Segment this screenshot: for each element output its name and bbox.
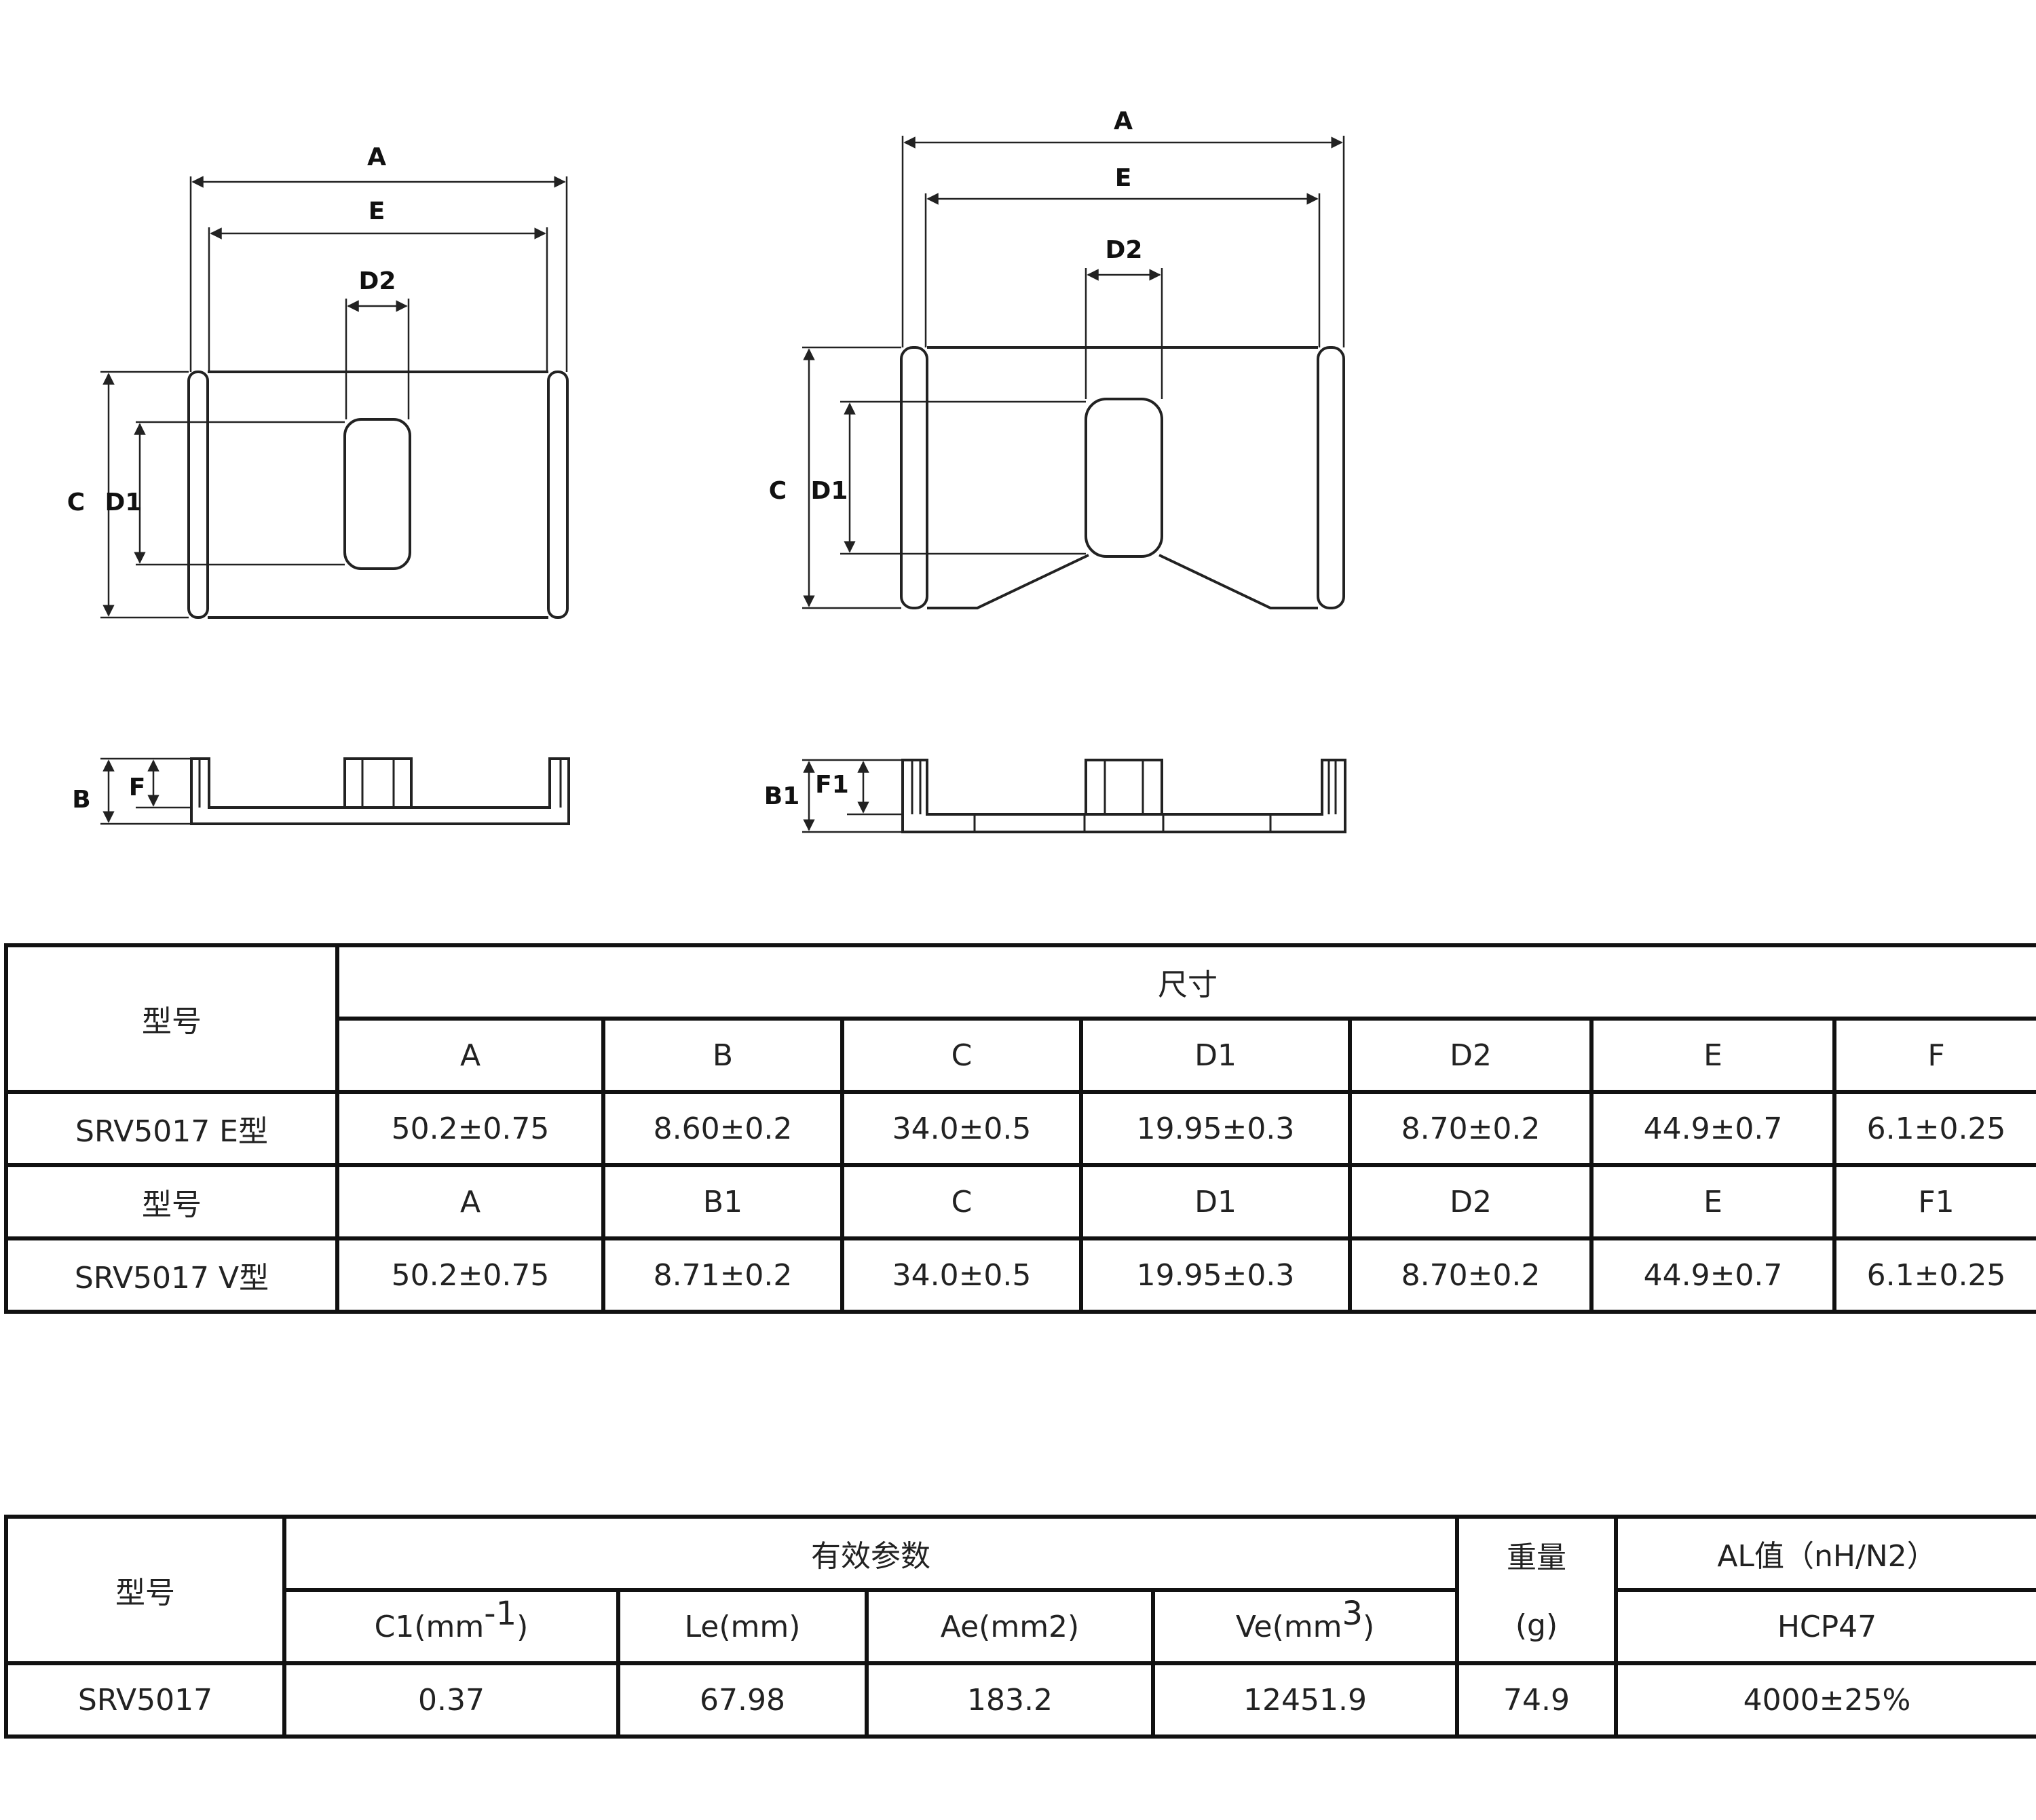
value-cell: 8.60±0.2	[601, 1090, 844, 1167]
core-drawings: A E D2 C D1 B F	[67, 107, 1346, 833]
column-header: B1	[601, 1163, 844, 1240]
e-label-e: E	[369, 197, 385, 225]
value-cell: 4000±25%	[1614, 1661, 2036, 1739]
value-cell: 6.1±0.25	[1832, 1236, 2036, 1314]
value-cell: 67.98	[616, 1661, 869, 1739]
model-header: 型号	[4, 1515, 286, 1665]
c1-header-exponent: -1	[484, 1594, 517, 1633]
e-core-left-leg	[187, 371, 209, 619]
v-core-center-post	[1085, 398, 1163, 558]
value-cell: 19.95±0.3	[1079, 1090, 1352, 1167]
model-cell: SRV5017	[4, 1661, 286, 1739]
ae-header: Ae(mm2)	[865, 1588, 1155, 1665]
column-header: D2	[1348, 1163, 1594, 1240]
v-label-e: E	[1115, 164, 1132, 192]
value-cell: 44.9±0.7	[1589, 1236, 1836, 1314]
v-type-side-view: B1 F1	[764, 759, 1346, 833]
c1-header: C1(mm-1)	[282, 1588, 620, 1665]
v-label-f1: F1	[815, 771, 849, 799]
e-label-c: C	[67, 489, 85, 516]
ve-header-label: Ve(mm	[1235, 1609, 1342, 1644]
v-label-d1: D1	[811, 477, 848, 505]
column-header: F1	[1832, 1163, 2036, 1240]
dimension-table: 型号 尺寸 A B C D1 D2 E F SRV5017 E型 50.2±0.…	[4, 943, 2036, 1314]
column-header: A	[335, 1017, 605, 1094]
effective-params-header: 有效参数	[282, 1515, 1459, 1592]
value-cell: 0.37	[282, 1661, 620, 1739]
value-cell: 8.70±0.2	[1348, 1236, 1594, 1314]
ve-header-close: )	[1363, 1609, 1375, 1644]
e-label-b: B	[72, 786, 90, 814]
column-header: D2	[1348, 1017, 1594, 1094]
table-row: SRV5017 E型 50.2±0.75 8.60±0.2 34.0±0.5 1…	[4, 1090, 2036, 1167]
table-row: 型号 A B1 C D1 D2 E F1	[4, 1163, 2036, 1240]
column-header: C	[840, 1163, 1083, 1240]
v-core-right-leg	[1317, 346, 1345, 609]
table-row: SRV5017 V型 50.2±0.75 8.71±0.2 34.0±0.5 1…	[4, 1236, 2036, 1314]
value-cell: 19.95±0.3	[1079, 1236, 1352, 1314]
e-label-d2: D2	[359, 267, 396, 295]
column-header: B	[601, 1017, 844, 1094]
column-header: F	[1832, 1017, 2036, 1094]
model-header: 型号	[4, 1163, 339, 1240]
model-cell: SRV5017 E型	[4, 1090, 339, 1167]
value-cell: 183.2	[865, 1661, 1155, 1739]
c1-header-close: )	[516, 1609, 529, 1644]
column-header: D1	[1079, 1017, 1352, 1094]
e-label-f: F	[129, 774, 146, 801]
model-cell: SRV5017 V型	[4, 1236, 339, 1314]
c1-header-label: C1(mm	[374, 1609, 485, 1644]
value-cell: 34.0±0.5	[840, 1236, 1083, 1314]
weight-unit: (g)	[1455, 1590, 1618, 1665]
e-type-top-view: A E D2 C D1	[67, 143, 569, 619]
weight-header: 重量	[1455, 1515, 1618, 1590]
v-core-left-leg	[900, 346, 928, 609]
value-cell: 34.0±0.5	[840, 1090, 1083, 1167]
value-cell: 8.71±0.2	[601, 1236, 844, 1314]
table-row: 型号 尺寸	[4, 943, 2036, 1094]
table-row: A B C D1 D2 E F	[6, 1017, 2036, 1094]
e-label-a: A	[367, 143, 386, 171]
column-header: C	[840, 1017, 1083, 1094]
column-header: E	[1589, 1163, 1836, 1240]
value-cell: 50.2±0.75	[335, 1236, 605, 1314]
e-side-center-post	[343, 757, 413, 809]
ve-header: Ve(mm3)	[1151, 1588, 1459, 1665]
v-label-c: C	[769, 477, 787, 505]
value-cell: 12451.9	[1151, 1661, 1459, 1739]
column-header: E	[1589, 1017, 1836, 1094]
v-label-d2: D2	[1106, 236, 1143, 264]
material-header: HCP47	[1614, 1588, 2036, 1665]
column-header: D1	[1079, 1163, 1352, 1240]
ve-header-exponent: 3	[1342, 1594, 1363, 1633]
v-type-top-view: A E D2 C D1	[769, 107, 1345, 609]
table-row: 型号 有效参数 重量 AL值（nH/N2）	[4, 1515, 2036, 1665]
table-row: C1(mm-1) Le(mm) Ae(mm2) Ve(mm3) (g) HCP4…	[6, 1588, 2036, 1665]
value-cell: 8.70±0.2	[1348, 1090, 1594, 1167]
le-header: Le(mm)	[616, 1588, 869, 1665]
table-row: SRV5017 0.37 67.98 183.2 12451.9 74.9 40…	[4, 1661, 2036, 1739]
model-header: 型号	[4, 943, 339, 1094]
e-type-side-view: B F	[72, 757, 570, 825]
value-cell: 74.9	[1455, 1661, 1618, 1739]
v-label-a: A	[1114, 107, 1133, 135]
value-cell: 50.2±0.75	[335, 1090, 605, 1167]
value-cell: 44.9±0.7	[1589, 1090, 1836, 1167]
v-label-b1: B1	[764, 782, 800, 810]
e-label-d1: D1	[105, 489, 143, 516]
parameter-table: 型号 有效参数 重量 AL值（nH/N2） C1(mm-1) Le(mm) Ae…	[4, 1515, 2036, 1739]
size-header: 尺寸	[335, 943, 2036, 1021]
e-core-center-post	[343, 418, 411, 570]
value-cell: 6.1±0.25	[1832, 1090, 2036, 1167]
v-side-center-post	[1085, 759, 1163, 816]
column-header: A	[335, 1163, 605, 1240]
e-core-right-leg	[547, 371, 569, 619]
al-header: AL值（nH/N2）	[1614, 1515, 2036, 1592]
